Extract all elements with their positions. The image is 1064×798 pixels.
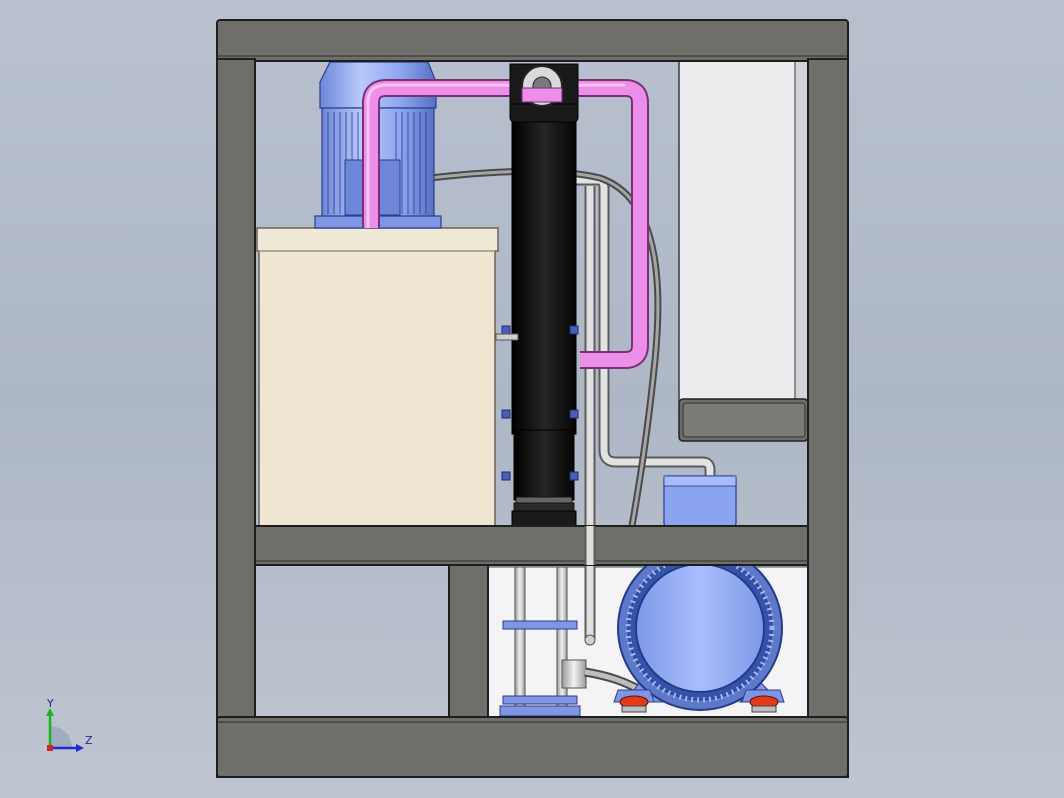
water-tank[interactable] <box>256 227 499 527</box>
circulation-pump[interactable] <box>613 545 785 713</box>
pump-feet <box>613 689 785 713</box>
orientation-triad: Y Z <box>46 698 93 752</box>
triad-plane <box>50 726 72 748</box>
filter-column[interactable] <box>495 63 579 527</box>
electrical-cabinet[interactable] <box>678 60 809 442</box>
y-axis-label: Y <box>46 698 54 710</box>
pink-pipe[interactable] <box>362 79 649 369</box>
x-axis-point <box>47 745 53 751</box>
small-blue-box[interactable] <box>663 475 737 527</box>
frame[interactable] <box>216 19 849 778</box>
z-axis-label: Z <box>85 734 93 747</box>
